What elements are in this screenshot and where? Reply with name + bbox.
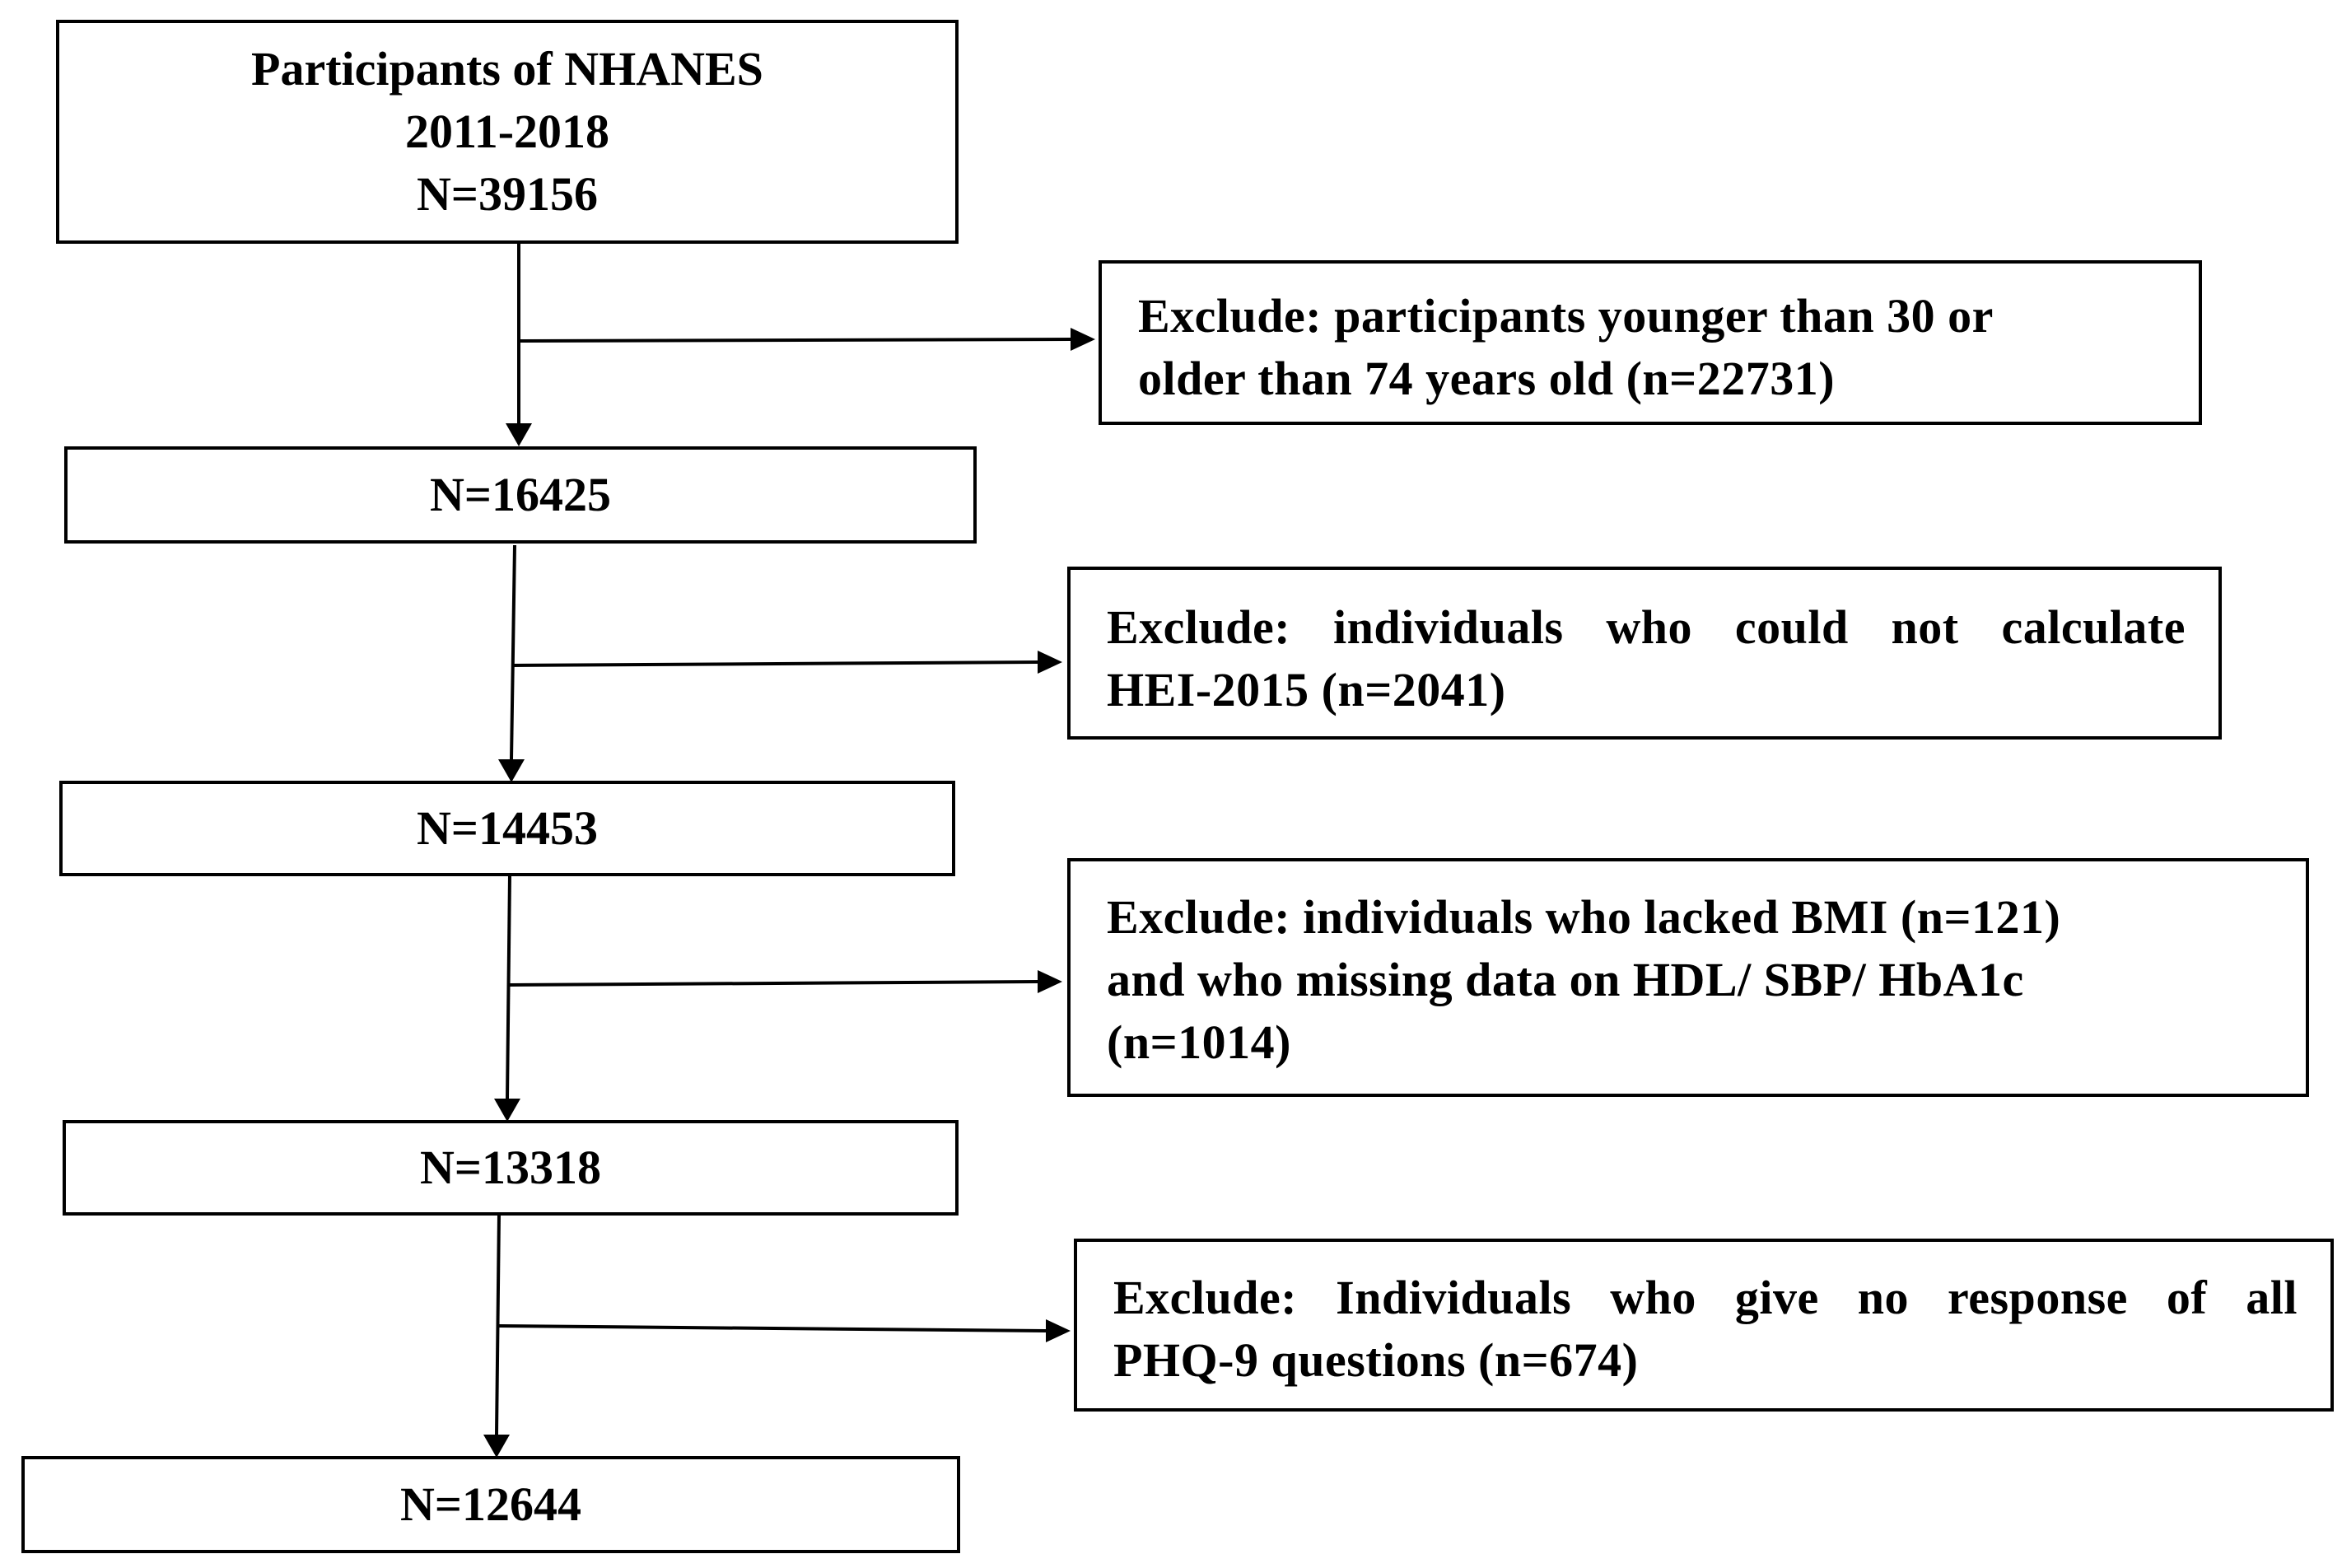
box-n-13318: N=13318 xyxy=(63,1120,959,1216)
arrowhead-right-1 xyxy=(1071,328,1095,351)
arrowhead-down-2 xyxy=(498,759,525,782)
exclusion-box-age: Exclude: participants younger than 30 or… xyxy=(1099,260,2202,425)
exclusion-arrow-4 xyxy=(497,1324,1047,1332)
exclusion-phq9-line-2: PHQ-9 questions (n=674) xyxy=(1113,1333,1639,1387)
box-n-12644-label: N=12644 xyxy=(400,1477,581,1531)
arrowhead-right-4 xyxy=(1046,1319,1071,1342)
exclusion-hei-line-1: Exclude: individuals who could not calcu… xyxy=(1107,600,2186,654)
exclusion-phq9-line-1: Exclude: Individuals who give no respons… xyxy=(1113,1271,2298,1324)
arrowhead-down-1 xyxy=(506,423,532,446)
arrowhead-down-4 xyxy=(483,1435,510,1458)
arrowhead-down-3 xyxy=(494,1099,520,1122)
box-participants-line-3: N=39156 xyxy=(417,167,598,221)
arrowhead-right-3 xyxy=(1038,970,1062,993)
box-n-16425: N=16425 xyxy=(64,446,977,544)
exclusion-arrow-2 xyxy=(511,660,1038,667)
flow-arrow-3 xyxy=(506,874,511,1099)
box-participants-nhanes: Participants of NHANES 2011-2018 N=39156 xyxy=(56,20,959,244)
exclusion-bmi-line-2: and who missing data on HDL/ SBP/ HbA1c xyxy=(1107,953,2024,1006)
flow-arrow-4 xyxy=(495,1213,501,1435)
box-n-14453-label: N=14453 xyxy=(417,801,598,855)
exclusion-bmi-line-1: Exclude: individuals who lacked BMI (n=1… xyxy=(1107,890,2061,944)
box-participants-line-1: Participants of NHANES xyxy=(251,42,763,96)
exclusion-bmi-line-3: (n=1014) xyxy=(1107,1015,1291,1069)
exclusion-age-line-1: Exclude: participants younger than 30 or xyxy=(1138,289,1994,343)
exclusion-box-bmi-missing: Exclude: individuals who lacked BMI (n=1… xyxy=(1067,858,2309,1097)
exclusion-age-line-2: older than 74 years old (n=22731) xyxy=(1138,352,1836,405)
flow-arrow-2 xyxy=(510,544,516,760)
box-participants-line-2: 2011-2018 xyxy=(404,105,610,158)
box-n-13318-label: N=13318 xyxy=(420,1141,601,1194)
exclusion-arrow-3 xyxy=(509,980,1038,987)
exclusion-box-hei: Exclude: individuals who could not calcu… xyxy=(1067,567,2222,740)
box-n-14453: N=14453 xyxy=(59,781,955,876)
exclusion-hei-line-2: HEI-2015 (n=2041) xyxy=(1107,663,1506,716)
exclusion-box-phq9: Exclude: Individuals who give no respons… xyxy=(1074,1239,2334,1412)
box-n-12644: N=12644 xyxy=(21,1456,960,1553)
exclusion-arrow-1 xyxy=(518,338,1071,343)
box-n-16425-label: N=16425 xyxy=(430,468,611,521)
arrowhead-right-2 xyxy=(1038,651,1062,674)
